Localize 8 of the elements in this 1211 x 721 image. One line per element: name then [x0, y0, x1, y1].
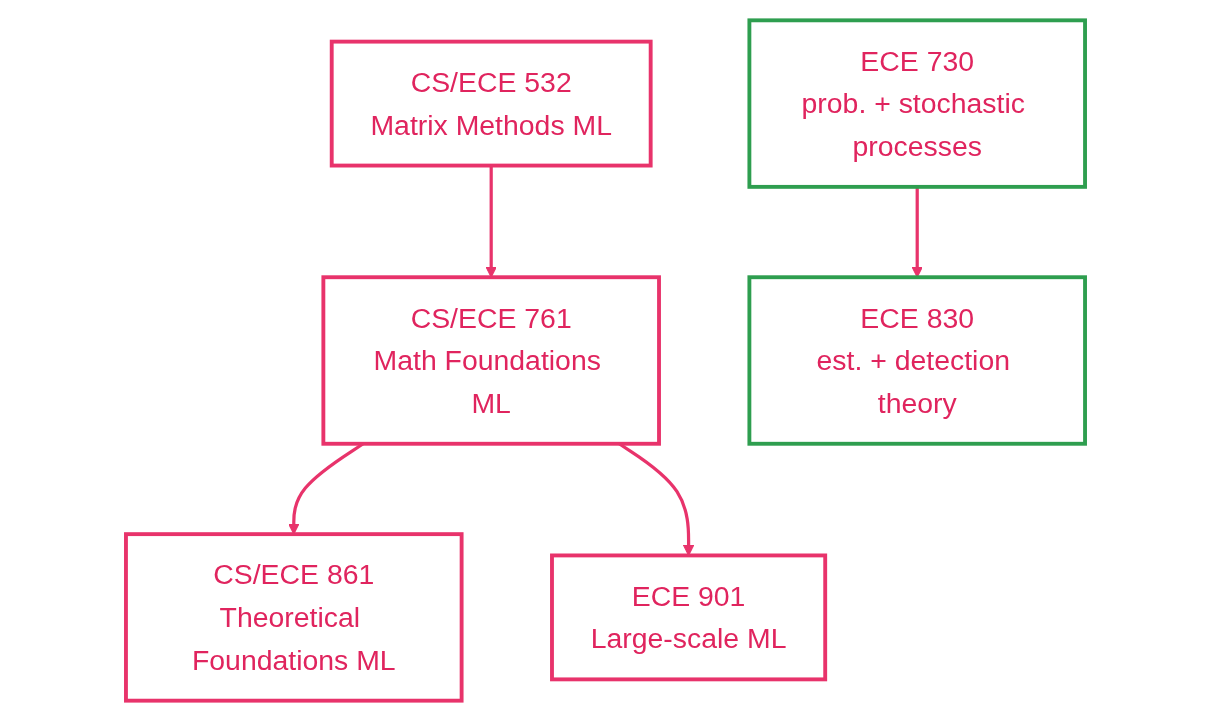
- node-box: ECE 830 est. + detection theory: [747, 275, 1087, 446]
- arrow: [485, 165, 497, 278]
- node-box: CS/ECE 861 Theoretical Foundations ML: [124, 532, 464, 703]
- node-box: CS/ECE 761 Math Foundations ML: [321, 275, 661, 446]
- arrow: [911, 186, 923, 278]
- node-box: CS/ECE 532 Matrix Methods ML: [329, 39, 653, 168]
- node-box: ECE 901 Large-scale ML: [550, 553, 828, 682]
- node-box: ECE 730 prob. + stochastic processes: [747, 18, 1087, 189]
